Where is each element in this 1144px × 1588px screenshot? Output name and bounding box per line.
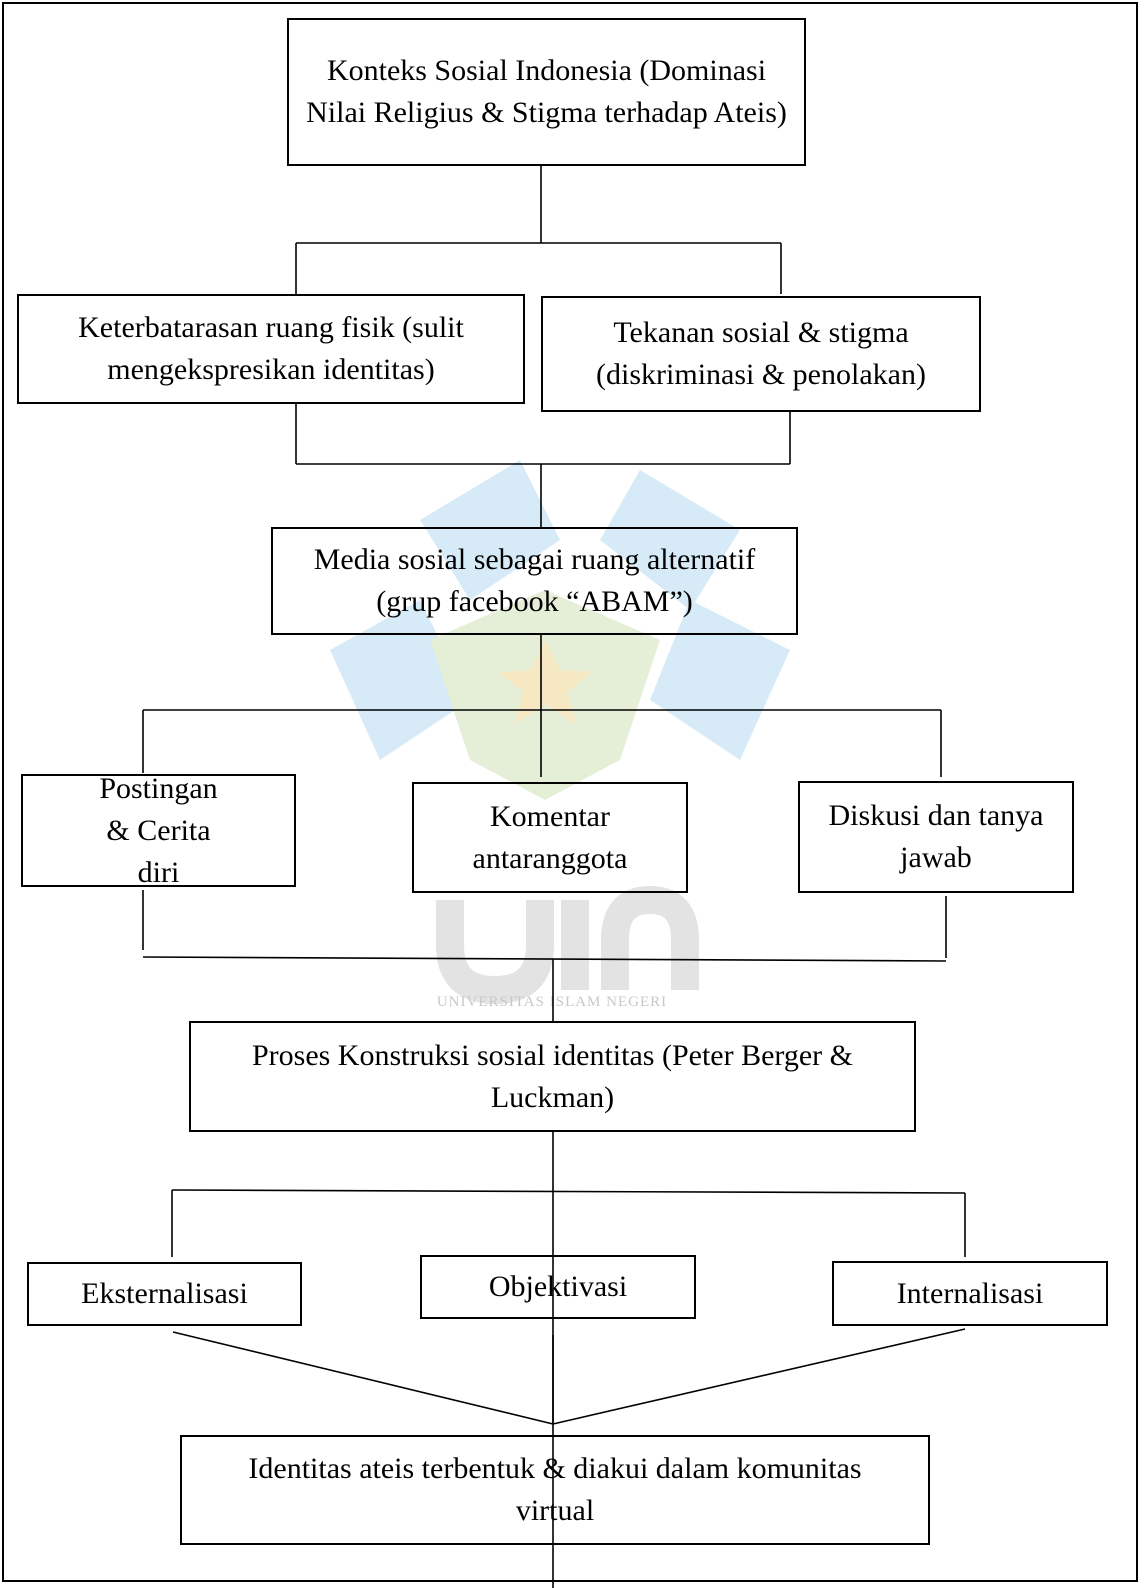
node-physical-space-limitation: Keterbatarasan ruang fisik (sulit mengek…: [17, 294, 525, 404]
node-atheist-identity-formed: Identitas ateis terbentuk & diakui dalam…: [180, 1435, 930, 1545]
node-social-pressure-text: Tekanan sosial & stigma (diskriminasi & …: [596, 316, 926, 391]
node-member-comments-text: Komentar antaranggota: [472, 799, 628, 875]
watermark-emblem: [330, 460, 790, 800]
node-objectivation-text: Objektivasi: [488, 1270, 628, 1303]
node-externalization: Eksternalisasi: [27, 1262, 302, 1326]
node-social-context: Konteks Sosial Indonesia (Dominasi Nilai…: [287, 18, 806, 166]
node-social-media-text: Media sosial sebagai ruang alternatif (g…: [313, 543, 756, 618]
node-member-comments: Komentar antaranggota: [412, 782, 688, 893]
node-posts-stories: Postingan & Cerita diri: [21, 772, 296, 889]
node-internalization: Internalisasi: [832, 1261, 1108, 1326]
node-objectivation: Objektivasi: [420, 1255, 696, 1319]
node-identity-construction-process: Proses Konstruksi sosial identitas (Pete…: [189, 1021, 916, 1132]
node-social-media: Media sosial sebagai ruang alternatif (g…: [271, 527, 798, 635]
node-social-pressure: Tekanan sosial & stigma (diskriminasi & …: [541, 296, 981, 412]
node-posts-stories-text: Postingan & Cerita diri: [99, 771, 218, 889]
watermark-university-text: UNIVERSITAS ISLAM NEGERI: [437, 994, 667, 1010]
node-internalization-text: Internalisasi: [896, 1276, 1044, 1310]
node-discussion-qa-text: Diskusi dan tanya jawab: [828, 799, 1044, 874]
node-identity-construction-process-text: Proses Konstruksi sosial identitas (Pete…: [251, 1038, 854, 1114]
node-physical-space-limitation-text: Keterbatarasan ruang fisik (sulit mengek…: [78, 311, 464, 386]
node-externalization-text: Eksternalisasi: [81, 1277, 248, 1310]
node-discussion-qa: Diskusi dan tanya jawab: [798, 781, 1074, 893]
watermark-uin-letters: [436, 885, 699, 1005]
node-atheist-identity-formed-text: Identitas ateis terbentuk & diakui dalam…: [248, 1452, 862, 1527]
node-social-context-text: Konteks Sosial Indonesia (Dominasi Nilai…: [306, 54, 787, 129]
